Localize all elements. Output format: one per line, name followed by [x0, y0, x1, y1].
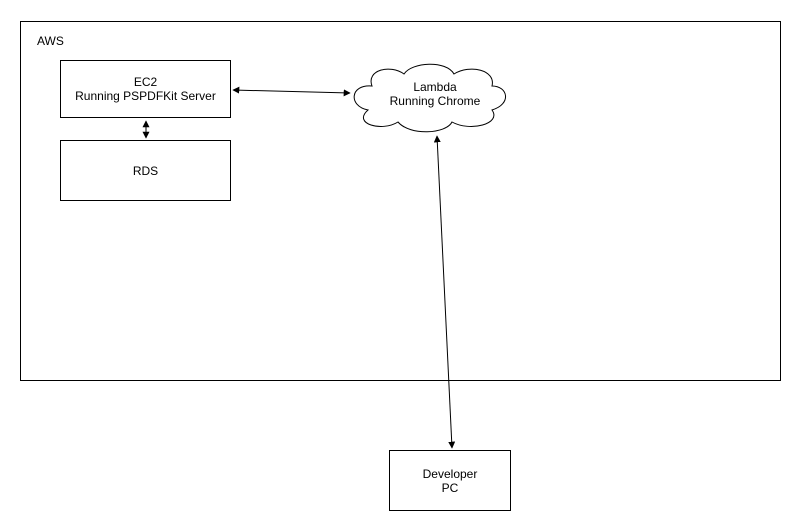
aws-group-label: AWS [37, 34, 64, 48]
edge-ec2-lambda [232, 86, 351, 97]
rds-label: RDS [132, 163, 159, 178]
edge-lambda-developer [433, 135, 456, 449]
rds-node[interactable]: RDS [60, 140, 231, 201]
ec2-title: EC2 [133, 75, 158, 89]
ec2-node[interactable]: EC2 Running PSPDFKit Server [60, 60, 231, 118]
lambda-node-label: Lambda Running Chrome [360, 80, 510, 108]
lambda-subtitle: Running Chrome [389, 94, 481, 108]
developer-subtitle: PC [441, 480, 459, 495]
developer-pc-node[interactable]: Developer PC [389, 450, 511, 511]
developer-title: Developer [422, 466, 478, 481]
ec2-subtitle: Running PSPDFKit Server [75, 89, 216, 103]
lambda-title: Lambda [413, 80, 457, 94]
lambda-cloud-shape[interactable] [353, 63, 506, 133]
